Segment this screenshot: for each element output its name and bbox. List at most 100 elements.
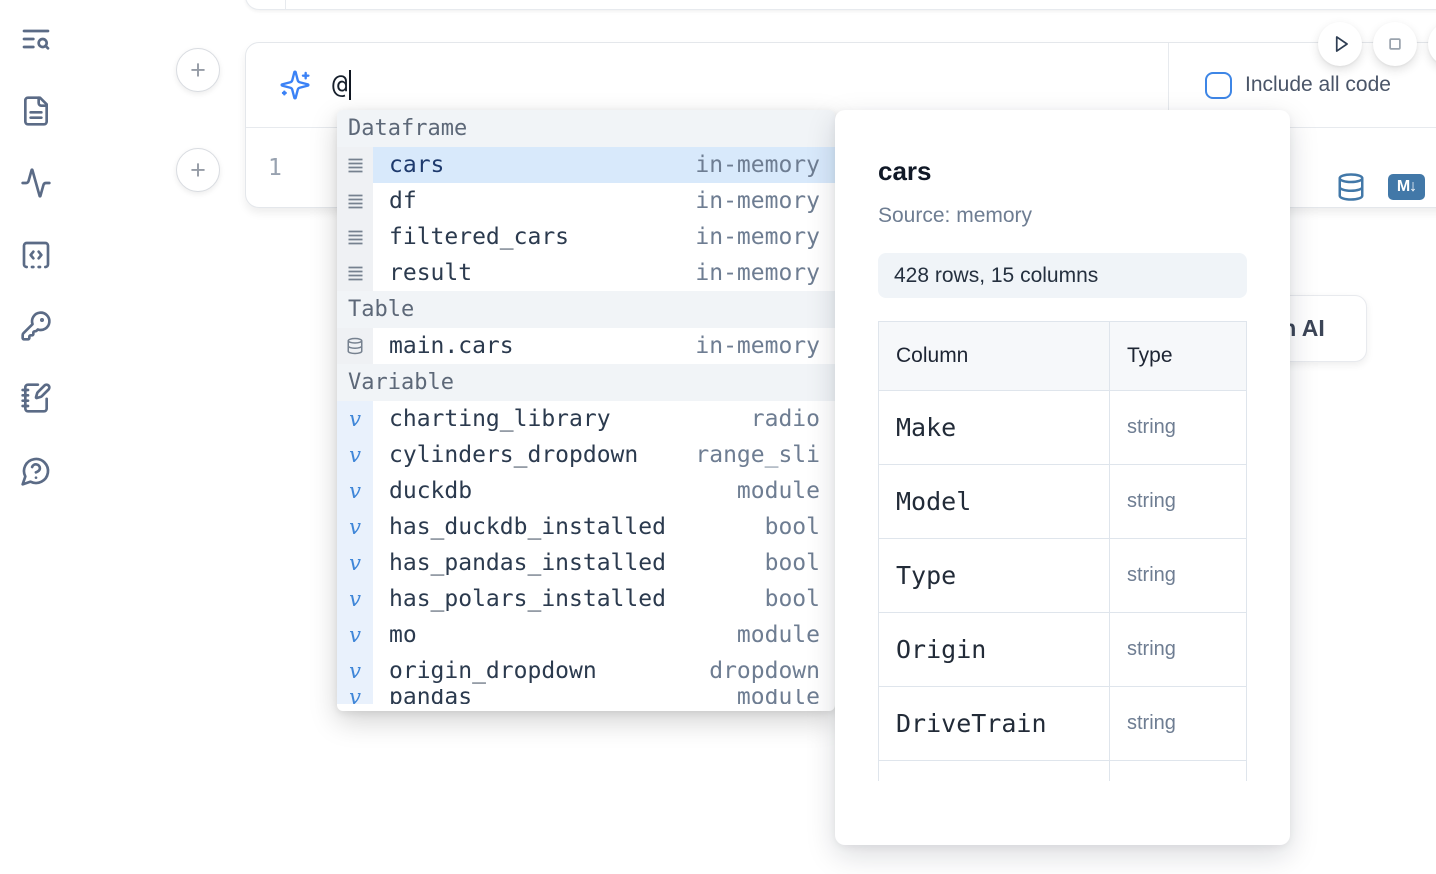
autocomplete-item-type: bool [764,586,820,612]
preview-source: Source: memory [878,204,1033,227]
variable-icon: v [337,689,373,704]
autocomplete-item-type: dropdown [709,658,820,684]
preview-summary-badge: 428 rows, 15 columns [878,253,1247,298]
preview-title: cars [878,156,932,186]
autocomplete-item-type: in-memory [695,224,820,250]
autocomplete-item[interactable]: v origin_dropdown dropdown [337,653,835,689]
stop-icon [1389,38,1401,50]
key-icon[interactable] [20,310,52,342]
autocomplete-item-type: module [736,622,820,648]
autocomplete-item[interactable]: filtered_cars in-memory [337,219,835,255]
add-cell-below-button[interactable]: + [176,148,220,192]
file-text-icon[interactable] [20,95,52,127]
autocomplete-item-type: in-memory [695,188,820,214]
autocomplete-item-name: origin_dropdown [389,658,597,684]
variable-icon: v [337,617,373,653]
column-name-cell [878,760,1110,781]
dataframe-icon [337,147,373,183]
include-code-option: Include all code [1169,43,1436,127]
activity-icon[interactable] [20,167,52,199]
line-number: 1 [268,154,282,181]
include-all-code-checkbox[interactable] [1205,71,1232,99]
column-name-cell: Origin [878,612,1110,687]
column-type-cell [1109,760,1247,781]
autocomplete-item-name: mo [389,622,417,648]
autocomplete-item-name: has_pandas_installed [389,550,666,576]
autocomplete-item-name: has_duckdb_installed [389,514,666,540]
autocomplete-item-name: main.cars [389,333,514,359]
autocomplete-item-type: in-memory [695,152,820,178]
ai-prompt-input[interactable]: @ [246,43,1169,127]
autocomplete-item-name: cars [389,152,445,178]
code-editor-row[interactable]: 1 M↓ [246,128,1436,207]
dataframe-preview-panel: cars Source: memory 428 rows, 15 columns… [835,110,1290,845]
autocomplete-item-name: has_polars_installed [389,586,666,612]
autocomplete-item[interactable]: result in-memory [337,255,835,291]
sparkles-icon [280,70,310,100]
partial-circle-button[interactable] [1428,22,1436,66]
column-type-cell: string [1109,612,1247,687]
variable-icon: v [337,653,373,689]
previous-cell-edge [245,0,1436,10]
add-cell-above-button[interactable]: + [176,48,220,92]
code-square-dashed-icon[interactable] [20,239,52,271]
variable-icon: v [337,581,373,617]
autocomplete-item-type: range_sli [695,442,820,468]
include-all-code-label: Include all code [1245,73,1391,96]
help-circle-icon[interactable] [20,455,52,487]
run-cell-button[interactable] [1318,22,1362,66]
notebook-pen-icon[interactable] [20,382,52,414]
autocomplete-item-name: cylinders_dropdown [389,442,639,468]
autocomplete-item-type: bool [764,550,820,576]
column-name-cell: DriveTrain [878,686,1110,761]
database-icon[interactable] [1336,172,1366,202]
schema-header-column: Column [878,321,1110,391]
variable-icon: v [337,401,373,437]
variable-icon: v [337,473,373,509]
autocomplete-section-header: Variable [337,364,835,401]
autocomplete-item-name: filtered_cars [389,224,570,250]
column-type-cell: string [1109,686,1247,761]
autocomplete-item-type: radio [750,406,820,432]
autocomplete-item-name: pandas [389,689,473,704]
column-type-cell: string [1109,538,1247,613]
schema-header-type: Type [1109,321,1247,391]
markdown-convert-icon[interactable]: M↓ [1388,174,1425,200]
dataframe-icon [337,219,373,255]
autocomplete-section-header: Table [337,291,835,328]
autocomplete-item-type: in-memory [695,260,820,286]
autocomplete-item-name: result [389,260,473,286]
autocomplete-item-type: bool [764,514,820,540]
table-row [878,760,1247,781]
autocomplete-item[interactable]: v has_polars_installed bool [337,581,835,617]
text-caret [348,70,351,100]
prompt-value: @ [332,70,348,100]
column-type-cell: string [1109,464,1247,539]
database-icon [337,328,373,364]
autocomplete-item[interactable]: cars in-memory [337,147,835,183]
list-search-icon[interactable] [20,23,52,55]
dataframe-icon [337,255,373,291]
cell-actions: M↓ [1336,172,1425,202]
column-name-cell: Type [878,538,1110,613]
stop-button[interactable] [1373,22,1417,66]
